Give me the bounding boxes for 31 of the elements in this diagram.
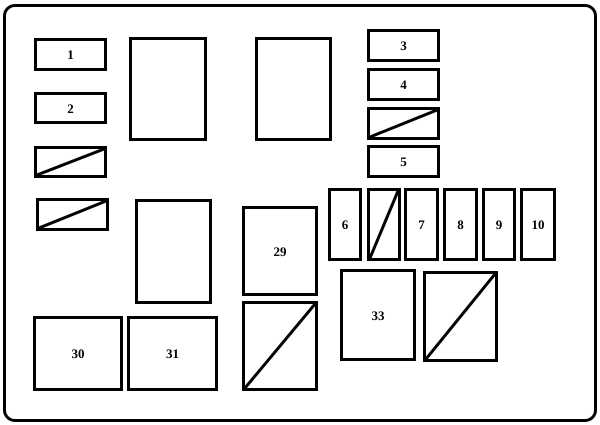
fuse-slot [367, 29, 440, 62]
fuse-slot [242, 206, 318, 296]
fuse-slot [367, 145, 440, 178]
fuse-slot [520, 188, 556, 261]
fuse-slot [34, 92, 107, 124]
fuse-number: 3 [400, 39, 407, 52]
fuse-slot [33, 316, 123, 391]
fuse-number: 7 [418, 218, 425, 231]
empty-slot [255, 37, 332, 141]
fuse-number: 10 [532, 218, 544, 231]
fuse-number: 30 [72, 347, 84, 360]
fuse-number: 29 [274, 244, 286, 258]
fuse-slot [482, 188, 516, 261]
fuse-slot [328, 188, 362, 261]
fuse-number: 8 [457, 218, 464, 231]
fuse-slot [340, 269, 416, 361]
fuse-slot [367, 68, 440, 101]
fuse-slot [404, 188, 439, 261]
fuse-number: 33 [372, 308, 384, 322]
fuse-number: 31 [166, 347, 179, 360]
fuse-slot [127, 316, 218, 391]
fuse-number: 4 [400, 78, 407, 91]
fuse-number: 9 [496, 218, 502, 231]
empty-slot [129, 37, 207, 141]
fuse-number: 2 [67, 102, 74, 114]
empty-slot [135, 199, 212, 304]
fuse-number: 6 [342, 218, 348, 231]
fuse-number: 1 [67, 48, 74, 61]
fuse-slot [443, 188, 478, 261]
fuse-slot [34, 38, 107, 71]
fuse-number: 5 [400, 155, 407, 168]
